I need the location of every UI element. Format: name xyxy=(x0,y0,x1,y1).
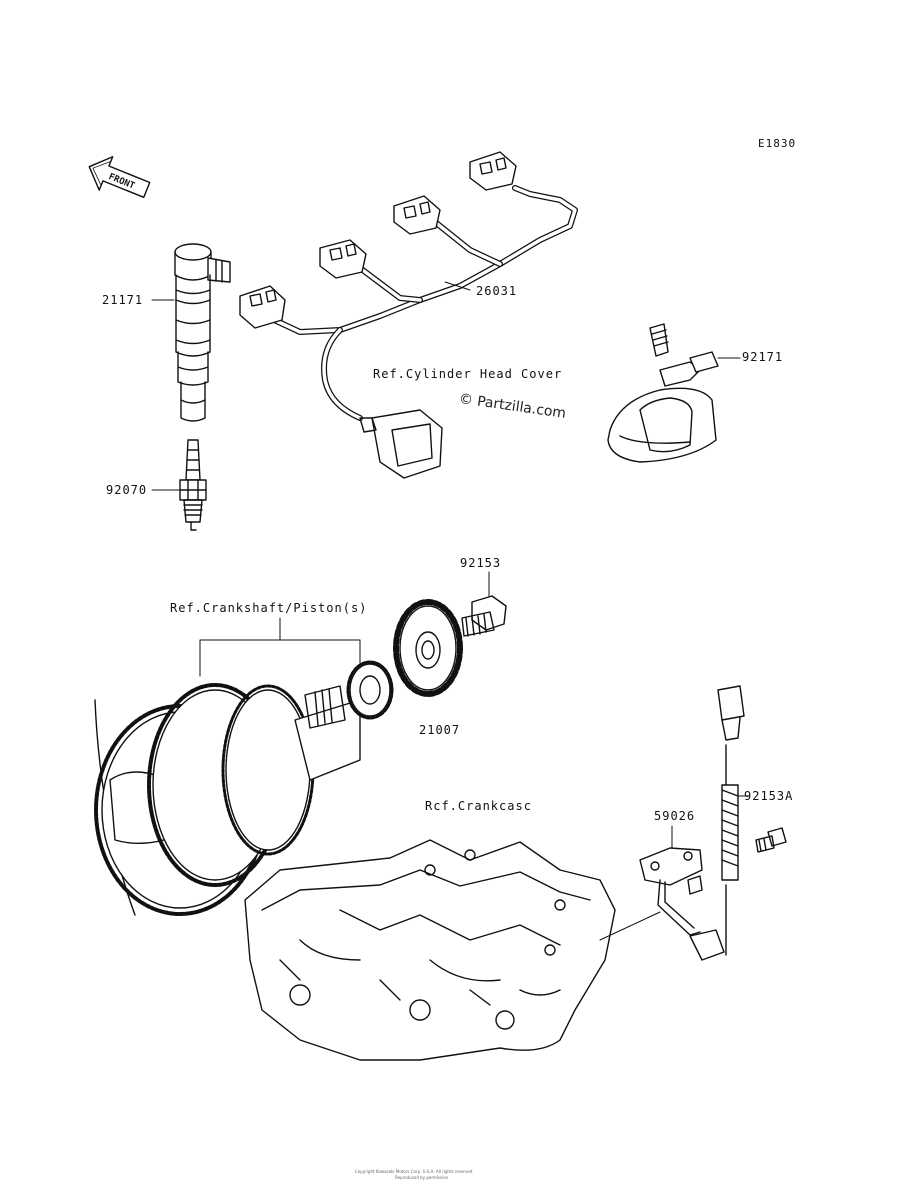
part-number-59026[interactable]: 59026 xyxy=(654,809,696,823)
crank-sensor-wire xyxy=(689,685,745,961)
spark-plug xyxy=(179,439,207,531)
wiring-harness xyxy=(239,151,578,479)
ignition-coil xyxy=(174,243,231,422)
harness-connector xyxy=(319,239,367,279)
ref-cylinder-head-cover: Ref.Cylinder Head Cover xyxy=(373,367,563,381)
part-number-92153[interactable]: 92153 xyxy=(460,556,502,570)
ref-crankcase: Rcf.Crankcasc xyxy=(425,799,532,813)
part-number-21007[interactable]: 21007 xyxy=(419,723,461,737)
part-number-92070[interactable]: 92070 xyxy=(106,483,148,497)
timing-rotor xyxy=(393,599,463,697)
front-arrow-icon: FRONT xyxy=(88,156,151,199)
harness-connector xyxy=(393,195,441,235)
crankshaft-assembly xyxy=(94,660,394,916)
part-number-92153a[interactable]: 92153A xyxy=(744,789,794,803)
sensor-bracket xyxy=(639,847,703,936)
footer-permission: Reproduced by permission xyxy=(395,1175,449,1180)
footer-copyright: Copyright Kawasaki Motors Corp. U.S.A. A… xyxy=(355,1169,473,1174)
harness-main-connector xyxy=(359,409,443,479)
bolt xyxy=(461,595,507,637)
ref-crankshaft-piston: Ref.Crankshaft/Piston(s) xyxy=(170,601,368,615)
harness-connector xyxy=(469,151,517,191)
part-number-92171[interactable]: 92171 xyxy=(742,350,784,364)
part-number-21171[interactable]: 21171 xyxy=(102,293,144,307)
bolt-a xyxy=(755,827,787,853)
diagram-code: E1830 xyxy=(758,137,797,150)
part-number-26031[interactable]: 26031 xyxy=(476,284,518,298)
crankcase xyxy=(244,839,616,1061)
sensor-and-cover xyxy=(607,323,719,463)
harness-connector xyxy=(239,285,286,329)
